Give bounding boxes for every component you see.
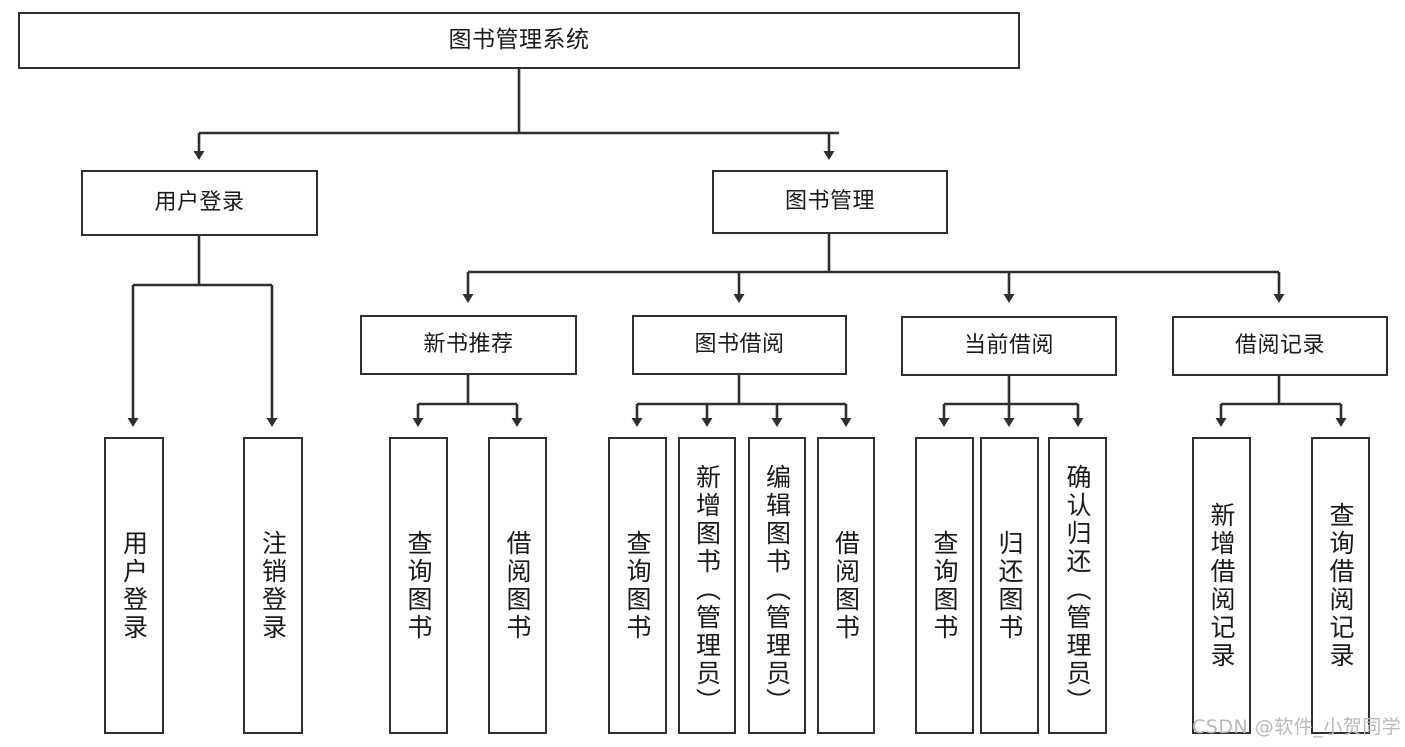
node-label: 新书推荐 <box>423 332 514 358</box>
node-label: 查询图书 <box>404 529 433 642</box>
node-label: 新增图书（管理员） <box>692 463 722 716</box>
node-borrow-record[interactable]: 借阅记录 <box>1172 316 1388 376</box>
node-label: 当前借阅 <box>963 333 1054 359</box>
node-label: 编辑图书（管理员） <box>762 463 792 716</box>
node-label: 借阅图书 <box>503 529 532 642</box>
node-label: 注销登录 <box>258 529 288 642</box>
node-book-manage[interactable]: 图书管理 <box>712 170 948 234</box>
leaf-user-login-signout[interactable]: 注销登录 <box>243 437 303 734</box>
node-label: 查询图书 <box>623 529 652 642</box>
node-label: 借阅图书 <box>831 529 861 642</box>
leaf-bookborrow-add-book-admin[interactable]: 新增图书（管理员） <box>678 437 736 734</box>
node-label: 借阅记录 <box>1234 333 1325 359</box>
node-label: 图书管理 <box>784 189 875 215</box>
leaf-bookborrow-edit-book-admin[interactable]: 编辑图书（管理员） <box>748 437 806 734</box>
csdn-watermark: CSDN @软件_小贺同学 <box>1192 716 1402 738</box>
node-label: 图书借阅 <box>694 332 785 358</box>
node-root-system[interactable]: 图书管理系统 <box>18 12 1020 69</box>
leaf-user-login-signin[interactable]: 用户登录 <box>104 437 164 734</box>
leaf-newbook-borrow-book[interactable]: 借阅图书 <box>488 437 547 734</box>
leaf-newbook-query-book[interactable]: 查询图书 <box>389 437 448 734</box>
node-label: 图书管理系统 <box>448 26 590 53</box>
leaf-bookborrow-borrow-book[interactable]: 借阅图书 <box>817 437 875 734</box>
node-label: 用户登录 <box>119 529 149 642</box>
leaf-currentborrow-return-book[interactable]: 归还图书 <box>980 437 1039 734</box>
node-label: 归还图书 <box>995 529 1024 642</box>
leaf-borrowrecord-add-record[interactable]: 新增借阅记录 <box>1192 437 1251 734</box>
node-label: 新增借阅记录 <box>1207 501 1236 670</box>
leaf-currentborrow-query-book[interactable]: 查询图书 <box>915 437 974 734</box>
leaf-currentborrow-confirm-return-admin[interactable]: 确认归还（管理员） <box>1048 437 1107 734</box>
node-book-borrow[interactable]: 图书借阅 <box>632 315 847 375</box>
node-label: 查询图书 <box>930 529 959 642</box>
node-user-login[interactable]: 用户登录 <box>81 170 318 236</box>
node-label: 查询借阅记录 <box>1326 501 1355 670</box>
leaf-bookborrow-query-book[interactable]: 查询图书 <box>608 437 667 734</box>
node-new-book-recommend[interactable]: 新书推荐 <box>360 315 577 375</box>
node-current-borrow[interactable]: 当前借阅 <box>901 316 1117 376</box>
node-label: 用户登录 <box>154 190 245 216</box>
node-label: 确认归还（管理员） <box>1063 463 1092 716</box>
leaf-borrowrecord-query-record[interactable]: 查询借阅记录 <box>1311 437 1370 734</box>
